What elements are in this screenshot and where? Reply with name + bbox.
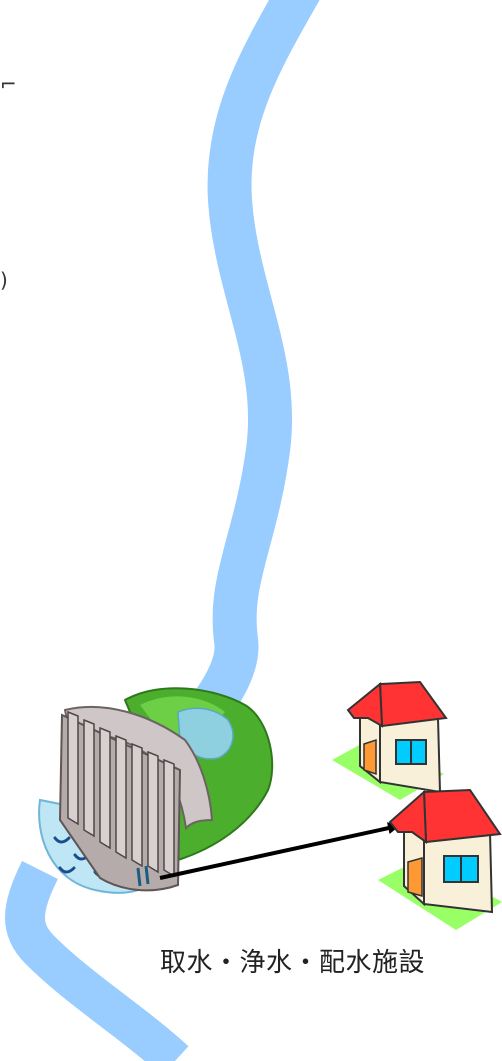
house-icon [378,790,502,930]
house-icon [332,682,446,800]
river [190,0,300,730]
facility-caption: 取水・浄水・配水施設 [160,942,500,979]
river-lower [25,870,175,1061]
